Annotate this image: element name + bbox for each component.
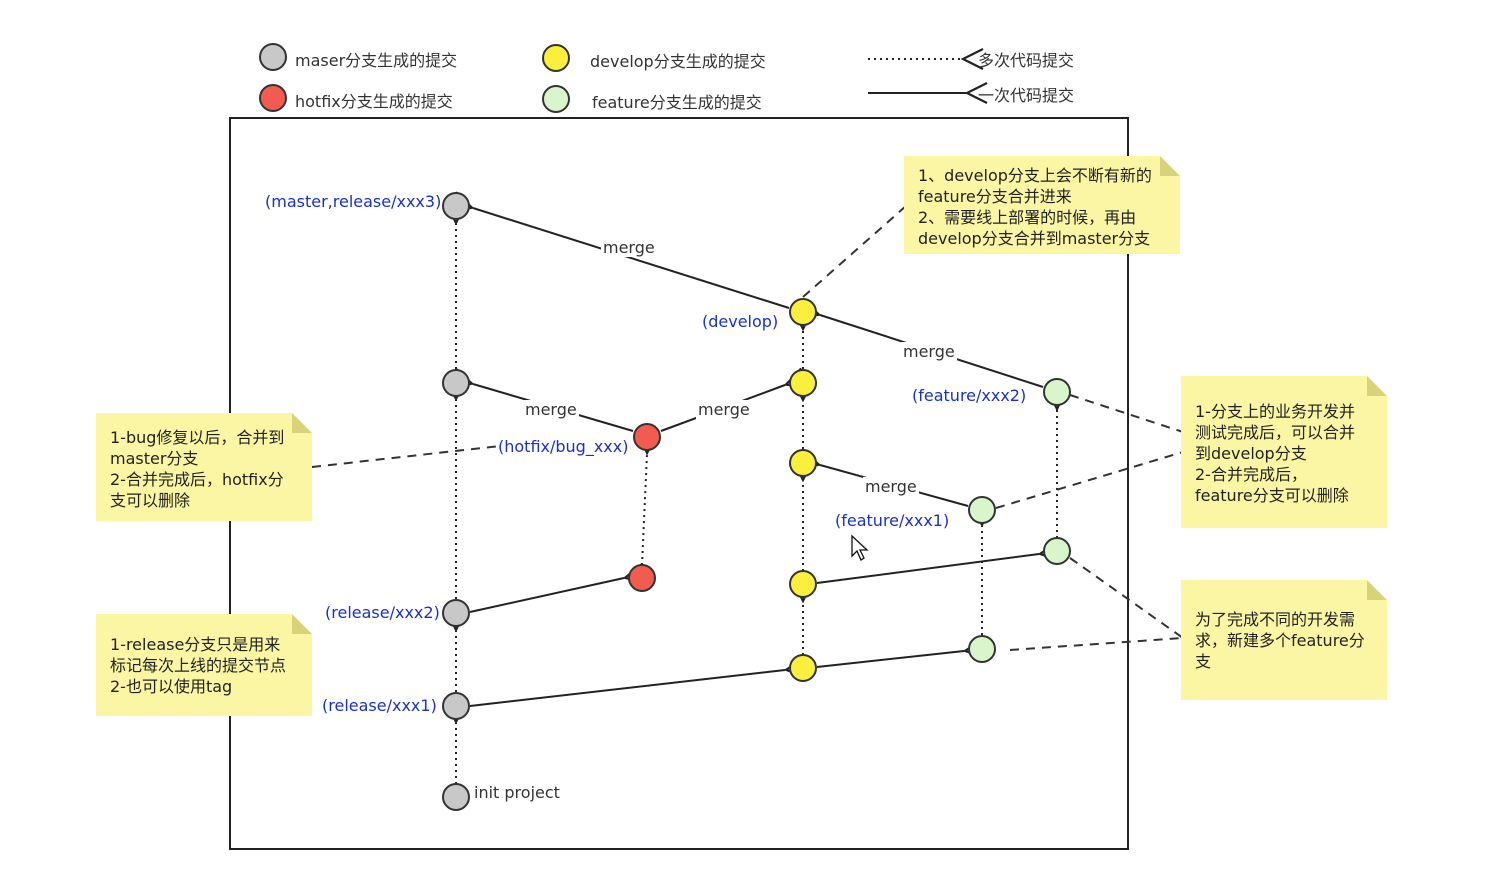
connector-newfeature1-note — [1009, 637, 1184, 651]
note-release-line: 2-也可以使用tag — [110, 677, 233, 696]
legend-hotfix-label: hotfix分支生成的提交 — [295, 92, 453, 111]
dotted-hotfix1-hotfix2 — [642, 454, 647, 566]
commit-feature2-a — [1043, 537, 1071, 565]
note-feature-merge-line: 1-分支上的业务开发并 — [1195, 402, 1355, 421]
merge-label-develop-master: merge — [601, 238, 657, 257]
commit-develop-5 — [789, 298, 817, 326]
legend-develop-label: develop分支生成的提交 — [590, 52, 766, 71]
legend-master-dot — [259, 43, 287, 71]
merge-label-feature2-develop: merge — [901, 342, 957, 361]
commit-develop-3 — [789, 449, 817, 477]
commit-feature1-a — [968, 635, 996, 663]
commit-develop-1 — [789, 654, 817, 682]
note-develop-line: 2、需要线上部署的时候，再由 — [918, 208, 1137, 227]
note-feature-merge-line: 到develop分支 — [1195, 444, 1307, 463]
commit-feature1-b — [968, 496, 996, 524]
merge-label-hotfix-develop: merge — [696, 400, 752, 419]
merge-label-hotfix-master: merge — [523, 400, 579, 419]
commit-feature2-b — [1043, 378, 1071, 406]
legend-feature-label: feature分支生成的提交 — [592, 93, 762, 112]
solid-release1-develop1 — [469, 670, 785, 707]
solid-release2-hotfix1 — [469, 578, 624, 613]
connector-develop-note — [802, 205, 907, 298]
note-fold-icon — [292, 614, 312, 634]
note-hotfix-line: 2-合并完成后，hotfix分 — [110, 470, 284, 489]
legend-feature-dot — [542, 85, 570, 113]
commit-master-release2 — [442, 599, 470, 627]
legend-multi-label: 多次代码提交 — [978, 51, 1075, 70]
note-feature-merge-line: 2-合并完成后， — [1195, 465, 1307, 484]
note-release: 1-release分支只是用来 标记每次上线的提交节点 2-也可以使用tag — [96, 614, 312, 716]
note-feature-new: 为了完成不同的开发需 求，新建多个feature分 支 — [1181, 580, 1387, 700]
legend-hotfix-dot — [259, 84, 287, 112]
merge-label-feature1-develop: merge — [863, 477, 919, 496]
note-hotfix-line: master分支 — [110, 449, 199, 468]
note-fold-icon — [1367, 580, 1387, 600]
note-fold-icon — [1367, 376, 1387, 396]
commit-develop-2 — [789, 570, 817, 598]
note-develop: 1、develop分支上会不断有新的 feature分支合并进来 2、需要线上部… — [904, 156, 1180, 254]
branch-label-hotfix: (hotfix/bug_xxx) — [498, 437, 629, 456]
note-develop-line: 1、develop分支上会不断有新的 — [918, 166, 1152, 185]
solid-develop5-master3 — [473, 208, 790, 309]
mouse-cursor-icon — [851, 534, 869, 561]
note-develop-line: feature分支合并进来 — [918, 187, 1072, 206]
note-feature-merge-line: 测试完成后，可以合并 — [1195, 423, 1356, 442]
note-release-line: 标记每次上线的提交节点 — [110, 656, 287, 675]
note-fold-icon — [292, 413, 312, 433]
connector-newfeature2-note — [1069, 557, 1184, 639]
commit-master-release1 — [442, 692, 470, 720]
commit-hotfix-1 — [628, 564, 656, 592]
branch-label-release1: (release/xxx1) — [322, 696, 437, 715]
commit-develop-4 — [789, 369, 817, 397]
branch-label-init: init project — [474, 783, 560, 802]
branch-label-feature2: (feature/xxx2) — [912, 386, 1027, 405]
connector-feature2-note — [1069, 394, 1184, 433]
note-feature-new-line: 求，新建多个feature分 — [1195, 631, 1365, 650]
connector-hotfix-note — [311, 445, 501, 468]
commit-master-init — [442, 783, 470, 811]
branch-label-master-release3: (master,release/xxx3) — [265, 192, 442, 211]
branch-label-feature1: (feature/xxx1) — [835, 511, 950, 530]
note-fold-icon — [1160, 156, 1180, 176]
commit-hotfix-2 — [633, 423, 661, 451]
commit-master-hotfix-merge — [442, 369, 470, 397]
note-hotfix-line: 支可以删除 — [110, 491, 191, 510]
connector-feature1-note — [995, 451, 1184, 509]
branch-label-develop: (develop) — [702, 312, 779, 331]
legend-develop-dot — [542, 44, 570, 72]
legend-single-label: 一次代码提交 — [978, 86, 1075, 105]
note-release-line: 1-release分支只是用来 — [110, 635, 281, 654]
branch-label-release2: (release/xxx2) — [325, 603, 440, 622]
note-feature-new-line: 支 — [1195, 652, 1212, 671]
note-hotfix: 1-bug修复以后，合并到 master分支 2-合并完成后，hotfix分 支… — [96, 413, 312, 521]
solid-develop2-feature2a — [816, 554, 1039, 584]
note-hotfix-line: 1-bug修复以后，合并到 — [110, 428, 285, 447]
note-feature-merge-line: feature分支可以删除 — [1195, 486, 1349, 505]
commit-master-release3 — [442, 192, 470, 220]
legend-master-label: maser分支生成的提交 — [295, 51, 458, 70]
note-develop-line: develop分支合并到master分支 — [918, 229, 1151, 248]
note-feature-merge: 1-分支上的业务开发并 测试完成后，可以合并 到develop分支 2-合并完成… — [1181, 376, 1387, 528]
note-feature-new-line: 为了完成不同的开发需 — [1195, 610, 1356, 629]
solid-develop1-feature1a — [816, 651, 964, 668]
